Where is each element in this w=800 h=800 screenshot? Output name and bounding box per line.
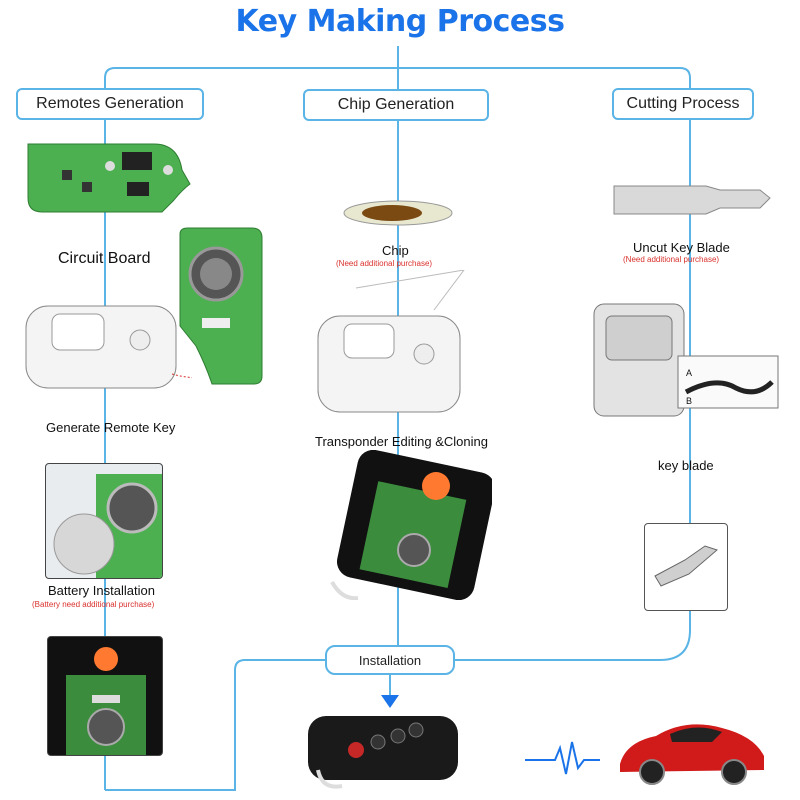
circuit-board-label: Circuit Board	[58, 250, 151, 267]
right-connector	[455, 120, 691, 661]
installation-box: Installation	[325, 645, 455, 675]
remote-chip-image	[330, 450, 492, 600]
blade-note: (Need additional purchase)	[623, 255, 720, 264]
remote-battery-image	[47, 636, 163, 756]
circuit-board-image	[27, 143, 191, 213]
finished-flip-key-image	[308, 716, 458, 789]
page-title: Key Making Process	[235, 4, 565, 39]
chip-image	[343, 200, 453, 226]
battery-image	[45, 463, 163, 579]
chip-note: (Need additional purchase)	[336, 259, 433, 268]
heartbeat-icon	[525, 741, 600, 775]
red-car-image	[620, 724, 764, 785]
remote-pcb-image	[179, 227, 263, 385]
cutting-process-header: Cutting Process	[612, 88, 754, 120]
chip-label: Chip	[382, 243, 409, 258]
generate-remote-key-label: Generate Remote Key	[46, 420, 176, 435]
key-cutting-machine-image: A B	[593, 303, 779, 417]
transponder-device-image	[317, 270, 465, 413]
down-arrow-icon	[381, 695, 399, 708]
battery-note: (Battery need additional purchase)	[32, 600, 155, 609]
svg-text:B: B	[686, 396, 692, 406]
key-blade-label: key blade	[658, 458, 714, 473]
remotes-generation-header: Remotes Generation	[16, 88, 204, 120]
uncut-blade-image	[613, 185, 771, 215]
battery-installation-label: Battery Installation	[48, 583, 155, 598]
transponder-label: Transponder Editing &Cloning	[315, 434, 488, 449]
uncut-key-blade-label: Uncut Key Blade	[633, 240, 730, 255]
svg-text:A: A	[686, 368, 692, 378]
key-programmer-device-image	[25, 305, 192, 389]
chip-generation-header: Chip Generation	[303, 89, 489, 121]
cut-key-blade-image	[644, 523, 728, 611]
